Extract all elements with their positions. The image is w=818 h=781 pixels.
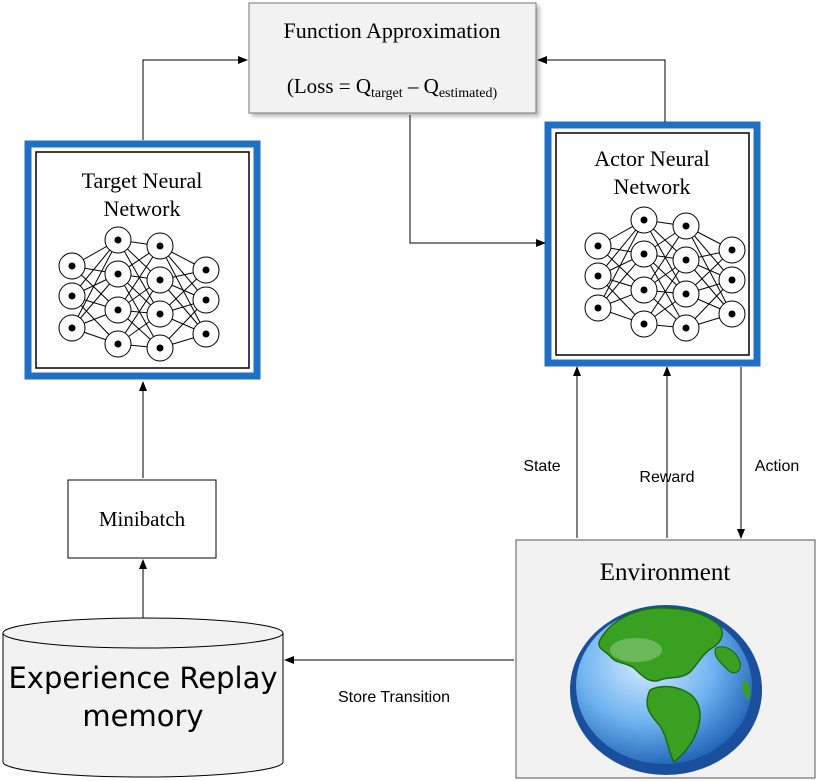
target-nn-node-dot [114, 306, 122, 314]
target-nn-node-dot [68, 292, 76, 300]
minibatch-box: Minibatch [67, 479, 217, 559]
target-nn-node-dot [156, 344, 164, 352]
actor-network-box: Actor Neural Network [544, 121, 761, 367]
function-approximation-title: Function Approximation [284, 18, 501, 43]
target-nn-node-dot [202, 296, 210, 304]
environment-label: Environment [600, 559, 731, 586]
actor-nn-node-dot [594, 272, 602, 280]
target-network-graph [58, 226, 220, 362]
replay-label-line1: Experience Replay [8, 661, 277, 695]
actor-nn-node-dot [682, 324, 690, 332]
actor-nn-node-dot [640, 216, 648, 224]
actor-nn-edge [597, 219, 645, 309]
target-nn-node-dot [68, 324, 76, 332]
actor-nn-node-dot [640, 250, 648, 258]
target-nn-node-dot [202, 330, 210, 338]
edge-actor-to-function [537, 56, 666, 122]
connectors [139, 56, 745, 664]
actor-nn-node-dot [728, 246, 736, 254]
experience-replay-cylinder: Experience Replay memory [2, 617, 284, 778]
environment-box: Environment [515, 539, 816, 779]
target-network-title-line1: Target Neural [82, 168, 203, 193]
actor-network-graph [584, 206, 746, 342]
target-nn-edge [117, 273, 161, 349]
minibatch-label: Minibatch [99, 507, 186, 531]
actor-nn-node-dot [682, 256, 690, 264]
target-nn-edge [71, 239, 119, 329]
target-nn-node-dot [114, 270, 122, 278]
state-label: State [523, 458, 560, 475]
actor-network-title-line2: Network [614, 174, 691, 199]
replay-label-line2: memory [82, 699, 203, 733]
target-nn-node-dot [114, 340, 122, 348]
actor-nn-node-dot [594, 304, 602, 312]
store-transition-label: Store Transition [338, 689, 450, 706]
actor-nn-node-dot [682, 290, 690, 298]
loss-formula: (Loss = Qtarget – Qestimated) [287, 74, 498, 101]
actor-nn-node-dot [728, 310, 736, 318]
edge-target-to-function [142, 56, 248, 140]
action-label: Action [755, 458, 799, 475]
target-nn-node-dot [156, 242, 164, 250]
target-nn-node-dot [156, 310, 164, 318]
target-nn-node-dot [156, 276, 164, 284]
actor-nn-node-dot [728, 276, 736, 284]
actor-network-title-line1: Actor Neural [594, 146, 709, 171]
reward-label: Reward [639, 469, 694, 486]
actor-nn-node-dot [640, 320, 648, 328]
function-approximation-box: Function Approximation (Loss = Qtarget –… [248, 2, 537, 114]
edge-function-to-actor [409, 115, 546, 247]
target-network-title-line2: Network [104, 196, 181, 221]
target-nn-node-dot [68, 262, 76, 270]
globe-icon [570, 605, 762, 775]
actor-nn-node-dot [640, 286, 648, 294]
target-network-box: Target Neural Network [24, 140, 261, 380]
actor-nn-edge [643, 253, 687, 329]
actor-nn-node-dot [594, 242, 602, 250]
target-nn-node-dot [202, 266, 210, 274]
actor-nn-node-dot [682, 222, 690, 230]
target-nn-node-dot [114, 236, 122, 244]
